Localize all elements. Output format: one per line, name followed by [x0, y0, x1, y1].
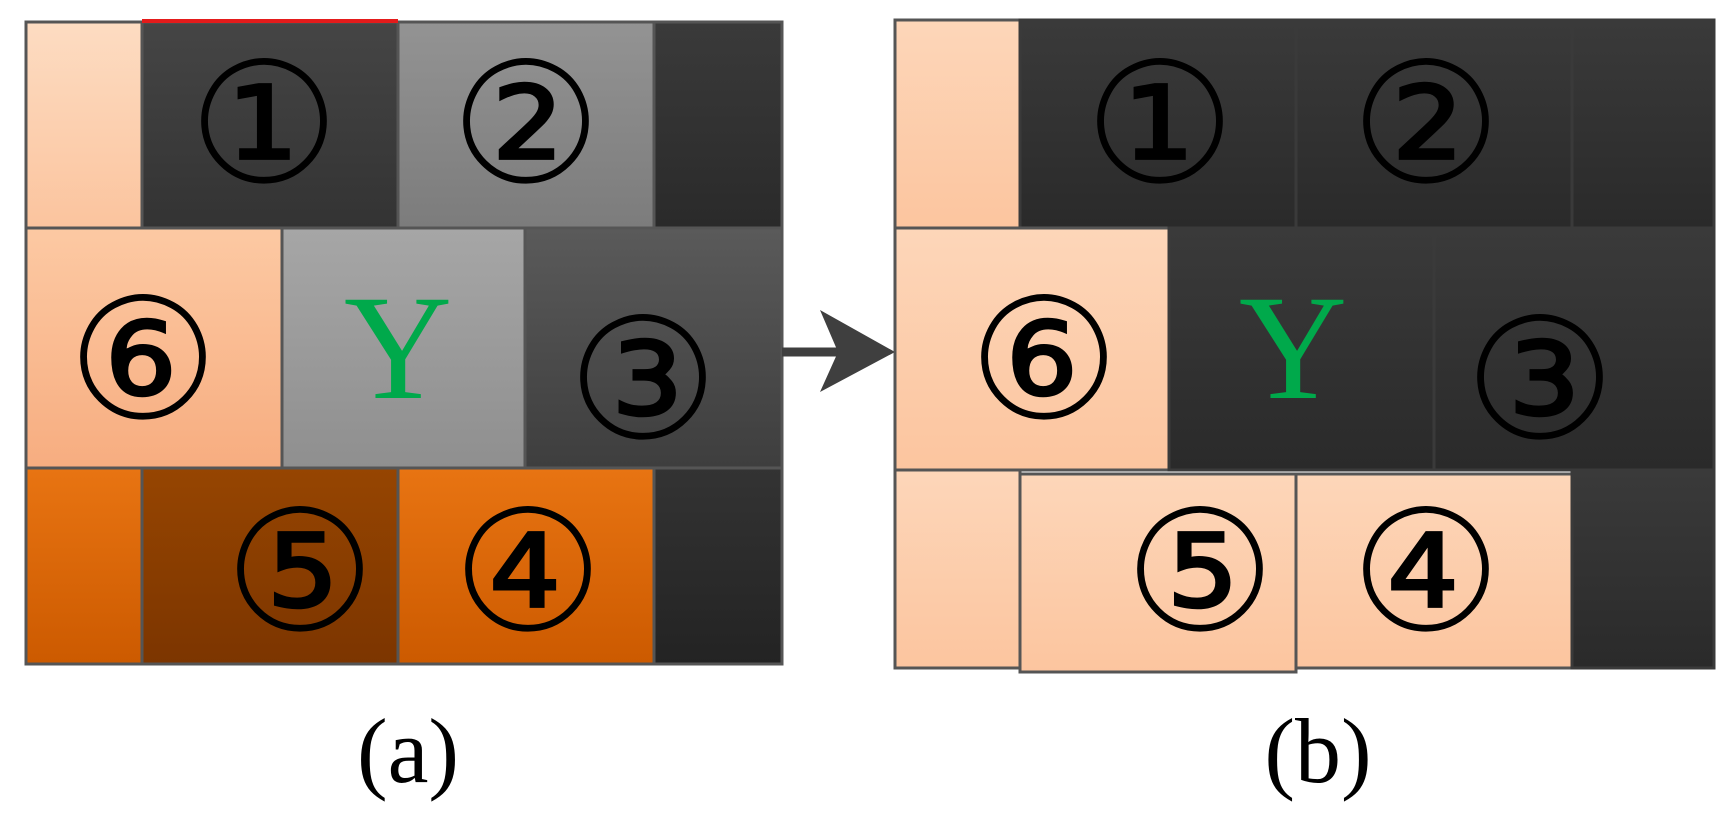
panel-b-cell-r1-left	[893, 18, 1022, 230]
panel-a-label-4: ④	[453, 474, 604, 670]
panel-b-cell-r3-left	[893, 468, 1022, 670]
panel-a-cell-1	[140, 20, 400, 230]
panel-a-label-y: Y	[344, 265, 452, 431]
panel-b-cell-5	[1018, 472, 1298, 674]
panel-b-cell-center	[1167, 226, 1436, 472]
panel-b-cell-4	[1294, 472, 1574, 670]
panel-b-label-3: ③	[1465, 282, 1616, 478]
panel-b-label-6: ⑥	[969, 262, 1120, 458]
panel-a-caption: (a)	[357, 700, 459, 802]
panel-b-label-y: Y	[1239, 265, 1347, 431]
panel-a-label-3: ③	[568, 282, 719, 478]
panel-a-cell-2	[396, 20, 656, 230]
transform-arrow	[782, 310, 895, 392]
panel-a-cell-r1-left	[24, 20, 144, 230]
panel-b-cell-3	[1432, 226, 1716, 472]
panel-b-cell-r3-right	[1570, 468, 1716, 670]
panel-a-label-6: ⑥	[68, 262, 219, 458]
panel-b-cell-r1-right	[1570, 18, 1716, 230]
panel-b-label-2: ②	[1351, 26, 1502, 222]
panel-a-cell-r3-right	[652, 466, 784, 666]
panel-a-cell-r1-right	[652, 20, 784, 230]
panel-b-cell-6	[893, 226, 1171, 472]
panel-a: ① ② ⑥ Y ③ ⑤ ④ (a)	[24, 19, 784, 802]
panel-a-cell-5	[140, 466, 400, 666]
panel-b: ① ② ⑥ Y ③ ⑤ ④ (b)	[893, 18, 1716, 802]
panel-b-label-1: ①	[1085, 26, 1236, 222]
panel-b-label-4: ④	[1351, 474, 1502, 670]
panel-b-caption: (b)	[1264, 700, 1371, 802]
panel-a-label-2: ②	[451, 26, 602, 222]
panel-b-label-5: ⑤	[1125, 474, 1276, 670]
panel-a-label-1: ①	[189, 26, 340, 222]
panel-a-label-5: ⑤	[225, 474, 376, 670]
panel-a-cell-r3-left	[24, 466, 144, 666]
